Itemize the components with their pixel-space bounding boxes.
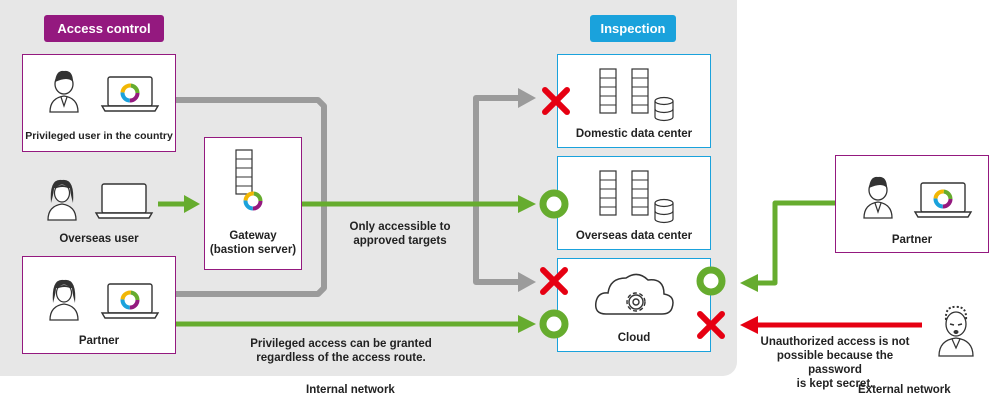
partner-internal-label: Partner [78,335,120,347]
gear-icon [626,292,646,312]
green-arrowhead-cloud [518,315,536,333]
cross-icon-domestic [545,90,567,112]
unauthorized-person-icon [938,305,974,357]
approved-targets-caption: Only accessible to approved targets [330,220,470,248]
ring-icon-cloud-external [700,270,722,292]
overseas-user-label: Overseas user [59,233,139,245]
approved-caption-line2: approved targets [353,235,447,247]
approved-caption-line1: Only accessible to [349,221,451,233]
gateway-label-line2: (bastion server) [209,244,297,256]
overseas-data-center-label: Overseas data center [575,230,693,242]
granted-caption-line2: regardless of the access route. [256,352,426,364]
gray-route-privileged [176,97,327,297]
database-icon-overseas [654,198,674,224]
server-icon-overseas-1 [599,170,617,216]
laptop-icon-overseas [95,183,153,219]
unauthorized-caption: Unauthorized access is not possible beca… [752,335,918,391]
internal-network-label: Internal network [306,384,395,396]
granted-caption-line1: Privileged access can be granted [250,338,432,350]
cloud-label: Cloud [617,332,651,344]
server-icon-overseas-2 [631,170,649,216]
access-control-tag: Access control [44,15,164,42]
gray-arrowhead-domestic [518,88,536,108]
logo-icon-gateway [243,191,263,211]
laptop-icon-privileged [101,76,159,112]
external-network-label: External network [858,384,951,396]
partner-external-label: Partner [891,234,933,246]
granted-access-caption: Privileged access can be granted regardl… [226,337,456,365]
cross-icon-cloud-gray [543,270,565,292]
green-arrowhead-gateway [184,195,200,213]
gray-route-trunk [473,95,520,285]
domestic-data-center-label: Domestic data center [575,128,693,140]
person-icon-privileged [49,70,79,113]
person-icon-partner-internal [49,279,79,321]
gateway-box [204,137,302,270]
gateway-label: Gateway (bastion server) [204,229,302,257]
laptop-icon-partner-internal [101,283,159,319]
database-icon-domestic [654,96,674,122]
laptop-icon-partner-external [914,182,972,218]
person-icon-partner-external [863,176,893,219]
server-icon-gateway [235,149,253,195]
inspection-tag: Inspection [590,15,676,42]
green-arrowhead-external [740,274,758,292]
ring-icon-overseas [543,193,565,215]
green-arrow-external-partner [756,200,835,286]
server-icon-domestic-2 [631,68,649,114]
unauth-caption-line2: possible because the password [776,350,894,376]
green-arrowhead-overseas-dc [518,195,536,213]
privileged-user-label: Privileged user in the country [25,130,173,142]
unauth-caption-line3: is kept secret. [796,378,874,390]
person-icon-overseas [47,179,77,221]
red-arrowhead [740,316,758,334]
gray-arrowhead-cloud [518,272,536,292]
unauth-caption-line1: Unauthorized access is not [760,336,910,348]
gateway-label-line1: Gateway [229,230,277,242]
server-icon-domestic-1 [599,68,617,114]
